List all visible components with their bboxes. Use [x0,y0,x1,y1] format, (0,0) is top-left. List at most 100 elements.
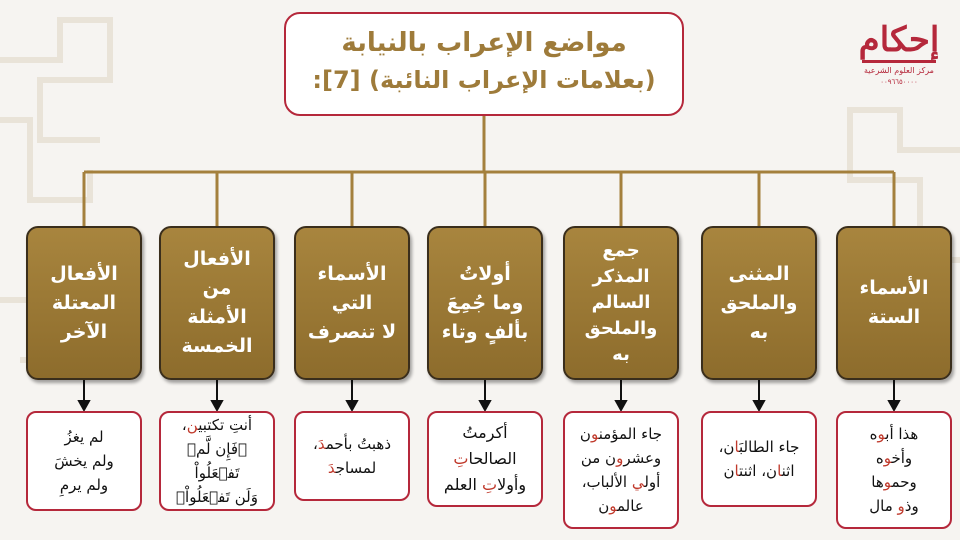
highlighted-ending: و [883,449,892,467]
example-line: وأخوه [869,446,918,470]
example-text: ن [723,462,735,480]
category-card-mamnu-sarf: الأسماء التي لا تنصرف [294,226,410,380]
example-line: ولم يرمِ [54,473,114,497]
example-line: اثنان، اثنتان [719,459,800,483]
example-text: وحم [891,473,917,491]
example-box-muthanna: جاء الطالبَان،اثنان، اثنتان [701,411,817,507]
example-text: مال [869,497,898,515]
example-line: أكرمتُ [444,420,526,446]
example-line: وأولاتِ العلم [444,472,526,498]
example-line: عالمون [580,494,662,518]
example-line: أنتِ تكتبين، [165,413,269,437]
example-text: جاء الطالبَ [739,438,800,456]
example-line: ولم يخشَ [54,449,114,473]
example-lines: لم يغزُ ولم يخشَ ولم يرمِ [54,425,114,497]
example-text: ها [871,473,884,491]
logo-subtitle: مركز العلوم الشرعية [864,66,934,75]
highlighted-ending: ا [734,462,740,480]
highlighted-ending: دَ [317,435,326,453]
highlighted-ending: ا [734,438,740,456]
example-text: اثن [781,462,795,480]
example-line: الصالحاتِ [444,446,526,472]
example-box-ulat: أكرمتُالصالحاتِوأولاتِ العلم [427,411,543,507]
example-text: وذ [904,497,919,515]
example-line: وعشرون من [580,446,662,470]
highlighted-ending: و [897,497,905,515]
example-text: الصالحا [468,449,517,468]
logo-phone: ٠٠٩٦٦٥٠٠٠٠ [880,78,918,86]
example-text: أول [644,473,661,491]
title-line-1: مواضع الإعراب بالنيابة [341,28,627,58]
example-text: ن [598,497,610,515]
example-line: وَلَن تَفۡعَلُواْ﴾ [165,485,269,509]
example-text: ن، [718,438,735,456]
example-lines: أكرمتُالصالحاتِوأولاتِ العلم [444,420,526,498]
example-text: العلم [443,475,482,494]
example-text: ن [579,425,591,443]
highlighted-ending: تِ [453,449,469,468]
title-line-2: (بعلامات الإعراب النائبة) [7]: [312,66,656,94]
example-text: ، [312,435,318,453]
logo-underline [862,60,936,63]
example-text: ﴿فَإِن لَّمۡ تَفۡعَلُواْ [186,440,248,482]
example-text: ن، اثنت [739,462,778,480]
example-line: ذهبتُ بأحمدَ، [313,432,391,456]
example-line: أولي الألباب، [580,470,662,494]
example-text: وعشر [623,449,662,467]
example-box-afaal-khamsa: أنتِ تكتبين، ﴿فَإِن لَّمۡ تَفۡعَلُواْ وَلَ… [159,411,275,511]
diagram-title: مواضع الإعراب بالنيابة (بعلامات الإعراب … [284,12,684,116]
example-line: هذا أبوه [869,422,919,446]
highlighted-ending: دَ [327,459,336,477]
example-line: جاء الطالبَان، [719,435,800,459]
category-card-afaal-khamsa: الأفعال من الأمثلة الخمسة [159,226,275,380]
example-text: عالم [617,497,644,515]
example-text: وَلَن تَفۡعَلُواْ﴾ [176,488,258,506]
example-text: وأولا [497,475,527,494]
example-lines: ذهبتُ بأحمدَ،لمساجدَ [313,432,391,480]
highlighted-ending: و [590,425,599,443]
highlighted-ending: ن [186,416,199,434]
example-text: ولم يرمِ [59,476,109,494]
example-text: أنتِ تكتبي [198,416,253,434]
category-card-ulat: أولاتُ وما جُمِعَ بألفٍ وتاء [427,226,543,380]
example-lines: أنتِ تكتبين، ﴿فَإِن لَّمۡ تَفۡعَلُواْ وَلَ… [165,413,269,509]
example-line: لمساجدَ [313,456,391,480]
example-box-mamnu-sarf: ذهبتُ بأحمدَ،لمساجدَ [294,411,410,501]
example-text: هذا أب [885,425,919,443]
category-card-afaal-mutalla: الأفعال المعتلة الآخر [26,226,142,380]
example-box-afaal-mutalla: لم يغزُ ولم يخشَ ولم يرمِ [26,411,142,511]
example-lines: جاء الطالبَان،اثنان، اثنتان [719,435,800,483]
example-text: ولم يخشَ [54,452,114,470]
example-text: ، [181,416,187,434]
example-line: وذو مال [869,494,918,518]
category-card-jam-mudhakkar: جمع المذكر السالم والملحق به [563,226,679,380]
highlighted-ending: ا [777,462,782,480]
brand-logo: إحكام مركز العلوم الشرعية ٠٠٩٦٦٥٠٠٠٠ [858,20,940,90]
example-text: وأخ [891,449,913,467]
example-text: جاء المؤمن [598,425,663,443]
example-text: أكرمتُ [462,423,508,442]
example-text: ن من [580,449,617,467]
example-text: لمساج [335,459,377,477]
highlighted-ending: و [877,425,886,443]
category-card-muthanna: المثنى والملحق به [701,226,817,380]
example-text: ه [869,425,878,443]
category-card-asmaa-sitta: الأسماء الستة [836,226,952,380]
highlighted-ending: و [616,449,624,467]
highlighted-ending: و [609,497,617,515]
example-line: لم يغزُ [54,425,114,449]
example-text: ذهبتُ بأحم [325,435,392,453]
highlighted-ending: تِ [482,475,498,494]
example-line: وحموها [869,470,918,494]
highlighted-ending: و [883,473,892,491]
example-text: الألباب، [581,473,632,491]
example-text: ه [875,449,884,467]
example-text: لم يغزُ [64,428,104,446]
logo-mark: إحكام [858,20,940,60]
example-line: ﴿فَإِن لَّمۡ تَفۡعَلُواْ [165,437,269,485]
